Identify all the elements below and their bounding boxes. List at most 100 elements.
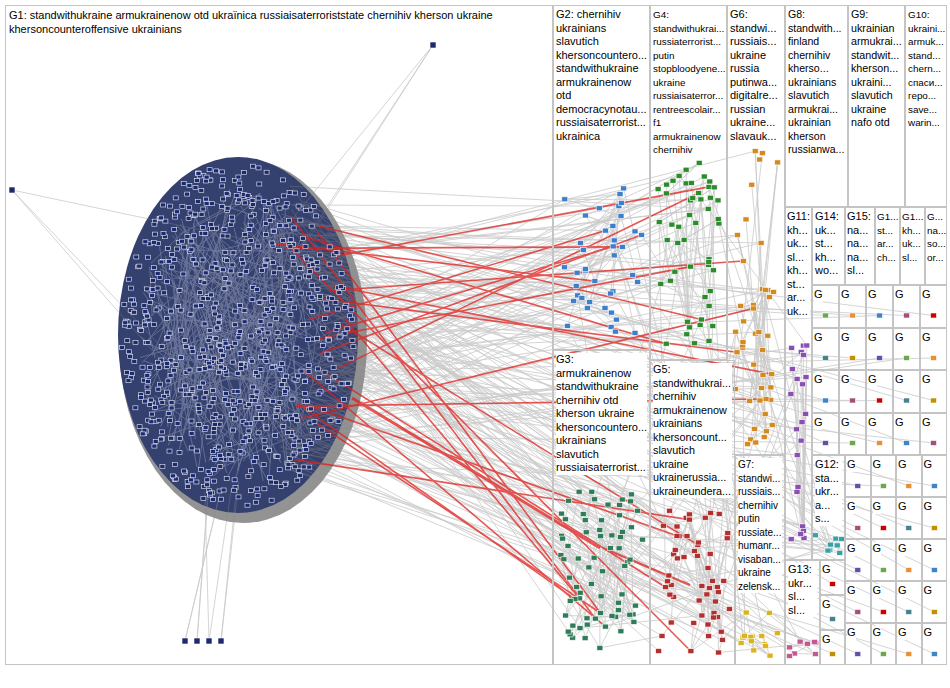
vertex bbox=[274, 455, 279, 459]
vertex bbox=[663, 191, 669, 196]
vertex bbox=[155, 272, 160, 276]
vertex bbox=[247, 402, 252, 406]
vertex bbox=[335, 251, 340, 255]
vertex bbox=[277, 468, 282, 472]
vertex bbox=[142, 304, 147, 308]
vertex bbox=[602, 624, 608, 629]
vertex bbox=[771, 289, 777, 294]
vertex bbox=[611, 238, 617, 243]
vertex bbox=[270, 241, 275, 245]
cross-edge bbox=[719, 224, 743, 343]
vertex bbox=[283, 416, 288, 420]
vertex bbox=[123, 321, 128, 325]
vertex bbox=[273, 434, 278, 438]
vertex bbox=[277, 206, 282, 210]
heavy-edge bbox=[342, 325, 698, 545]
vertex bbox=[266, 448, 271, 452]
vertex bbox=[268, 323, 273, 327]
vertex bbox=[308, 441, 313, 445]
vertex bbox=[303, 209, 308, 213]
vertex bbox=[274, 408, 279, 412]
cross-edge bbox=[630, 560, 724, 581]
vertex bbox=[220, 234, 225, 238]
vertex bbox=[830, 652, 836, 657]
vertex bbox=[226, 452, 231, 456]
vertex bbox=[627, 557, 633, 562]
vertex bbox=[789, 367, 795, 372]
vertex bbox=[233, 323, 238, 327]
vertex bbox=[664, 238, 670, 243]
vertex bbox=[186, 217, 191, 221]
vertex bbox=[159, 437, 164, 441]
vertex bbox=[339, 285, 344, 289]
vertex bbox=[559, 511, 565, 516]
vertex bbox=[304, 448, 309, 452]
vertex bbox=[182, 469, 187, 473]
vertex bbox=[254, 456, 259, 460]
vertex bbox=[127, 350, 132, 354]
group-edge bbox=[329, 429, 709, 636]
vertex bbox=[715, 590, 721, 595]
inner-edge bbox=[736, 332, 760, 401]
vertex bbox=[187, 393, 192, 397]
vertex bbox=[143, 310, 148, 314]
vertex bbox=[823, 313, 829, 318]
vertex bbox=[168, 309, 173, 313]
vertex bbox=[230, 263, 235, 267]
cluster-edge bbox=[184, 219, 300, 411]
vertex bbox=[256, 406, 261, 410]
vertex bbox=[749, 182, 755, 187]
vertex bbox=[707, 179, 713, 184]
vertex bbox=[168, 374, 173, 378]
vertex bbox=[696, 598, 702, 603]
vertex bbox=[211, 397, 216, 401]
vertex bbox=[301, 192, 306, 196]
vertex bbox=[262, 200, 267, 204]
vertex bbox=[742, 633, 748, 638]
vertex bbox=[150, 287, 155, 291]
vertex bbox=[206, 435, 211, 439]
vertex bbox=[750, 306, 756, 311]
vertex bbox=[124, 370, 129, 374]
vertex bbox=[255, 288, 260, 292]
vertex bbox=[250, 298, 255, 302]
vertex bbox=[242, 233, 247, 237]
vertex bbox=[710, 578, 716, 583]
vertex bbox=[128, 354, 133, 358]
heavy-edge bbox=[292, 217, 596, 618]
vertex bbox=[199, 189, 204, 193]
vertex bbox=[270, 299, 275, 303]
vertex bbox=[787, 654, 793, 659]
vertex bbox=[318, 295, 323, 299]
vertex bbox=[615, 600, 621, 605]
outlier-edge bbox=[209, 488, 231, 641]
inner-edge bbox=[735, 388, 761, 389]
cluster-edge bbox=[237, 384, 267, 471]
vertex bbox=[298, 218, 303, 222]
vertex bbox=[696, 191, 702, 196]
vertex bbox=[246, 475, 251, 479]
vertex bbox=[145, 314, 150, 318]
vertex bbox=[291, 226, 296, 230]
vertex bbox=[273, 415, 278, 419]
vertex bbox=[217, 422, 222, 426]
vertex bbox=[256, 166, 261, 170]
vertex bbox=[660, 523, 666, 528]
vertex bbox=[255, 487, 260, 491]
vertex bbox=[307, 270, 312, 274]
cluster-edge bbox=[212, 416, 263, 469]
vertex bbox=[173, 196, 178, 200]
vertex bbox=[185, 234, 190, 238]
cross-edge bbox=[585, 255, 614, 269]
vertex bbox=[639, 232, 645, 237]
group-edge bbox=[319, 307, 934, 612]
vertex bbox=[326, 434, 331, 438]
vertex bbox=[244, 251, 249, 255]
vertex bbox=[695, 540, 701, 545]
vertex bbox=[137, 425, 142, 429]
vertex bbox=[598, 534, 604, 539]
vertex bbox=[125, 339, 130, 343]
vertex bbox=[336, 420, 341, 424]
vertex bbox=[315, 288, 320, 292]
vertex bbox=[833, 536, 839, 541]
